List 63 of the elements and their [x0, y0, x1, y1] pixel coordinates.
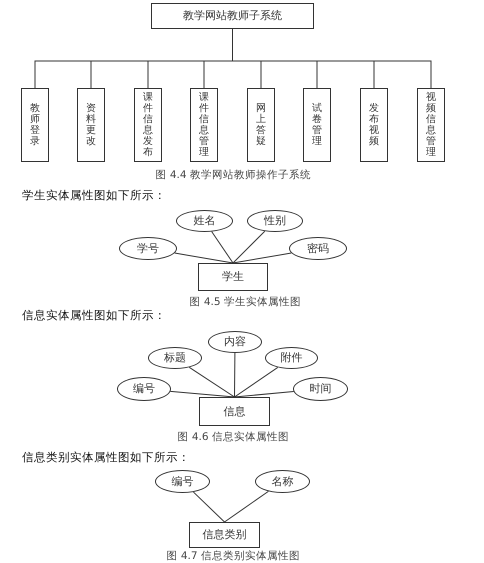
connector-line [170, 390, 235, 398]
entity-box [198, 263, 268, 291]
module-box [190, 88, 218, 162]
connector-line [211, 231, 234, 264]
module-name: 课件信息管理 [199, 92, 209, 158]
attribute-name: 性别 [264, 214, 286, 228]
connector-line [234, 391, 294, 398]
attribute-name: 编号 [172, 474, 194, 488]
module-box [134, 88, 162, 162]
attribute-name: 附件 [280, 351, 302, 365]
system-name: 教学网站教师子系统 [183, 9, 282, 23]
connector-line [232, 230, 266, 264]
entity-name: 学生 [222, 270, 244, 284]
module-box [360, 88, 388, 162]
figure-caption: 图 4.6 信息实体属性图 [178, 431, 289, 443]
attribute-name: 时间 [310, 382, 332, 396]
attribute-name: 密码 [307, 242, 329, 256]
section-text: 信息实体属性图如下所示： [22, 308, 166, 322]
figure-caption: 图 4.4 教学网站教师操作子系统 [156, 169, 311, 181]
module-box [417, 88, 445, 162]
attribute-name: 内容 [224, 335, 246, 349]
module-name: 课件信息发布 [143, 92, 153, 158]
attribute-ellipse [208, 331, 262, 353]
entity-box [189, 522, 260, 548]
attribute-name: 名称 [272, 474, 294, 488]
attribute-ellipse [247, 210, 303, 232]
attribute-name: 学号 [137, 242, 159, 256]
attribute-name: 标题 [164, 351, 186, 365]
module-name: 资料更改 [86, 103, 96, 147]
attribute-ellipse [176, 210, 233, 232]
module-name: 发布视频 [369, 103, 379, 147]
attribute-ellipse [117, 377, 171, 401]
connector-line [234, 352, 236, 398]
module-box [77, 88, 105, 162]
section-text: 信息类别实体属性图如下所示： [22, 450, 190, 464]
module-name: 网上答疑 [256, 103, 266, 147]
module-box [247, 88, 275, 162]
connector-line [232, 252, 292, 264]
attribute-ellipse [265, 347, 318, 369]
entity-box [199, 397, 270, 426]
attribute-ellipse [148, 347, 202, 369]
attribute-name: 姓名 [194, 214, 216, 228]
connector-line [224, 490, 269, 522]
figure-caption: 图 4.7 信息类别实体属性图 [166, 550, 300, 562]
entity-name: 信息类别 [202, 528, 246, 542]
section-text: 学生实体属性图如下所示： [22, 188, 166, 202]
connector-line [234, 366, 278, 398]
module-box [21, 88, 49, 162]
attribute-ellipse [289, 237, 347, 260]
attribute-name: 编号 [133, 382, 155, 396]
connector-line [188, 366, 235, 398]
attribute-ellipse [293, 377, 348, 401]
module-box [303, 88, 331, 162]
connector-line [232, 28, 432, 88]
entity-name: 信息 [224, 404, 246, 418]
connector-line [174, 252, 234, 264]
system-box [151, 3, 314, 29]
figure-caption: 图 4.5 学生实体属性图 [190, 296, 301, 308]
attribute-ellipse [119, 237, 177, 260]
connector-line [192, 492, 225, 522]
module-name: 视频信息管理 [426, 92, 436, 158]
module-name: 教师登录 [30, 103, 40, 147]
module-name: 试卷管理 [312, 103, 322, 147]
